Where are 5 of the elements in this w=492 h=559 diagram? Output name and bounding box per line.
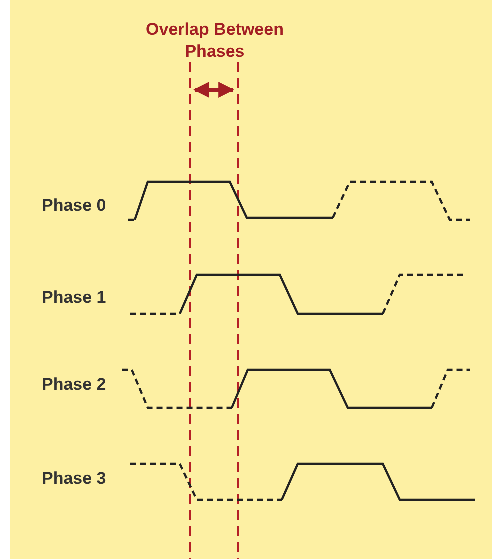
signal-label: Phase 1 [42, 288, 106, 308]
signal-label: Phase 0 [42, 196, 106, 216]
signal-label: Phase 3 [42, 469, 106, 489]
signal-label: Phase 2 [42, 375, 106, 395]
annotation-label: Overlap Between Phases [145, 19, 285, 63]
